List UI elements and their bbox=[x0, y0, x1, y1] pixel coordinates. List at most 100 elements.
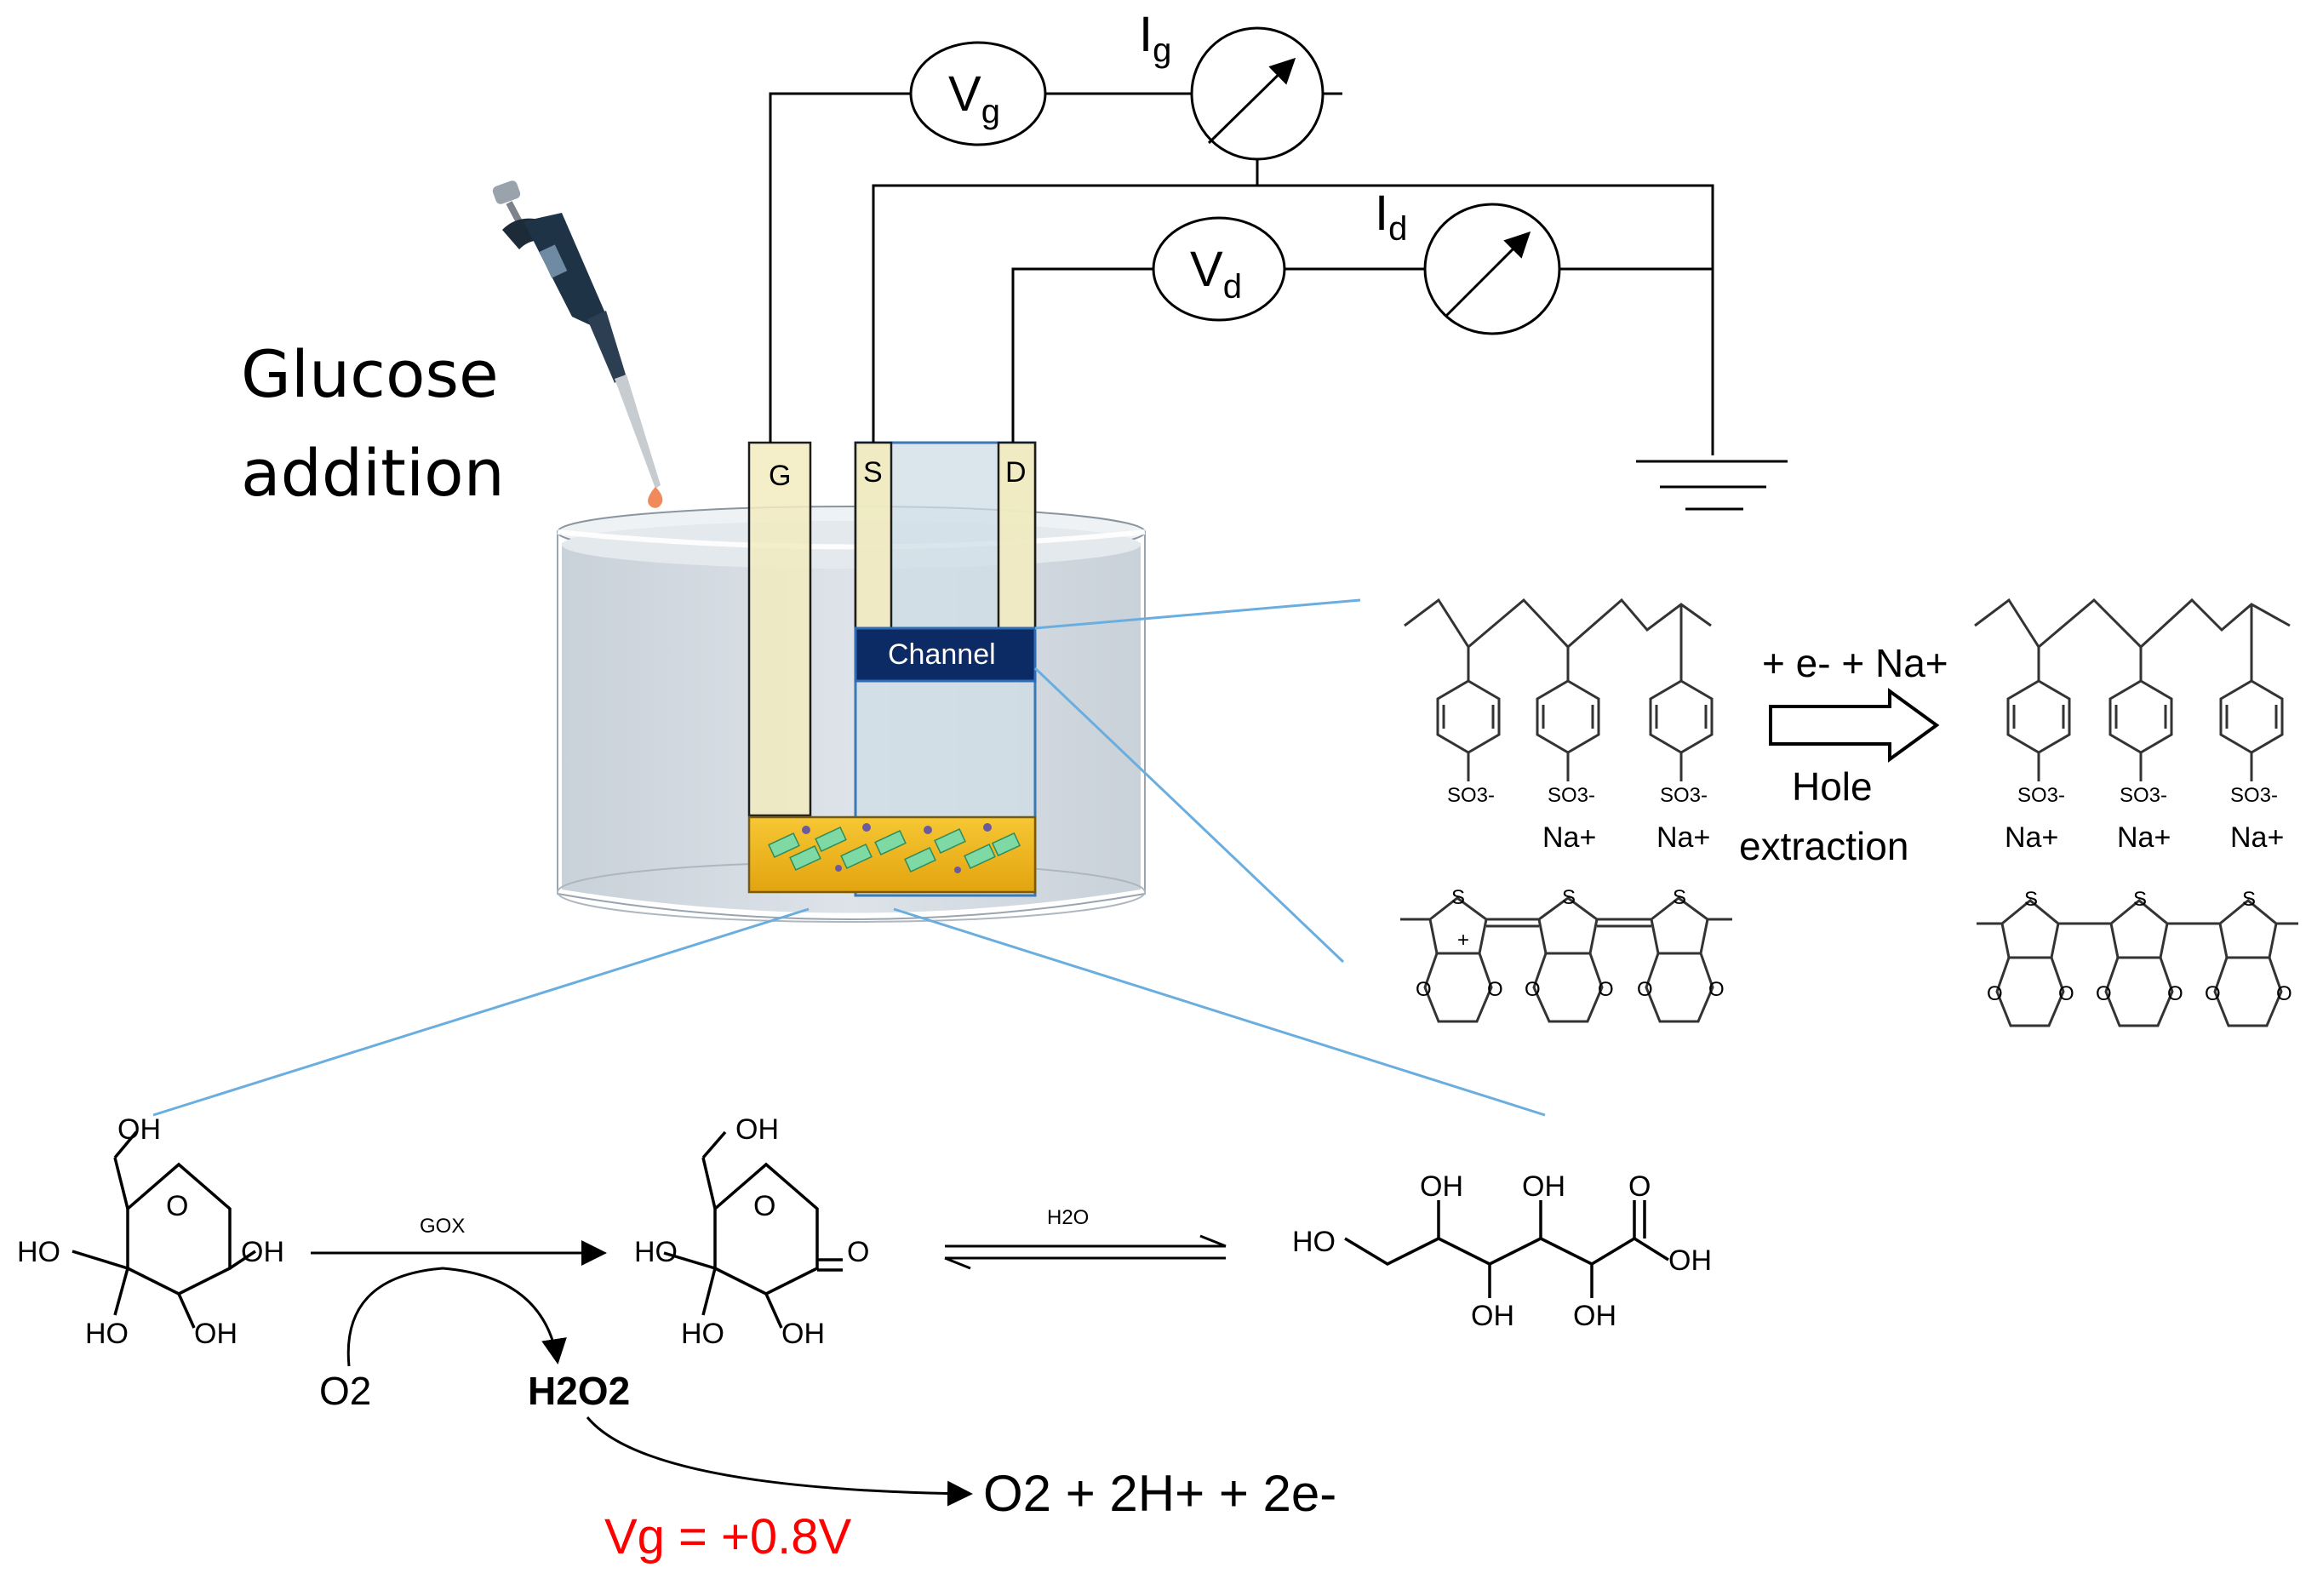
hydroxyl-label: OH bbox=[1522, 1170, 1565, 1203]
circuit-wiring bbox=[769, 92, 1788, 511]
thiophene-sulfur: S bbox=[1451, 886, 1465, 909]
oxygen-in-label: O2 bbox=[319, 1369, 371, 1413]
benzene-ring-2 bbox=[2108, 679, 2173, 781]
thiophene-sulfur: S bbox=[1562, 886, 1576, 909]
sodium-label: Na+ bbox=[2005, 821, 2058, 854]
svg-text:Ig: Ig bbox=[1139, 7, 1171, 69]
peroxide-label: H2O2 bbox=[528, 1369, 630, 1413]
ring-oxygen: O bbox=[1637, 978, 1653, 1001]
carbonyl-oxygen-label: O bbox=[1628, 1170, 1651, 1203]
thiophene-sulfur: S bbox=[2024, 888, 2038, 911]
extraction-label: extraction bbox=[1739, 824, 1908, 868]
positive-charge: + bbox=[1457, 929, 1469, 952]
hydroxyl-label: OH bbox=[1668, 1244, 1712, 1277]
svg-text:Vg: Vg bbox=[948, 66, 1000, 130]
drain-label: D bbox=[1005, 456, 1027, 489]
sulfonate-label: SO3- bbox=[2120, 784, 2167, 807]
channel-label: Channel bbox=[888, 638, 996, 671]
gate-current-sub: g bbox=[1153, 31, 1171, 69]
hydroxyl-left-label: HO bbox=[1292, 1226, 1336, 1258]
svg-text:H2O2: H2O2 bbox=[528, 1369, 630, 1413]
sulfonate-label: SO3- bbox=[2230, 784, 2278, 807]
ring-oxygen: O bbox=[1708, 978, 1725, 1001]
ring-oxygen: O bbox=[2276, 982, 2292, 1005]
sodium-label: Na+ bbox=[2117, 821, 2171, 854]
gate-label: G bbox=[769, 460, 791, 492]
enzyme-particles bbox=[768, 823, 1021, 873]
sulfonate-label: SO3- bbox=[1548, 784, 1595, 807]
hydroxyl-label: OH bbox=[1471, 1300, 1514, 1332]
drain-voltage-sub: d bbox=[1223, 268, 1242, 306]
hole-label: Hole bbox=[1792, 764, 1873, 809]
ring-oxygen-label: O bbox=[753, 1190, 775, 1222]
hydroxyl-label: OH bbox=[1573, 1300, 1616, 1332]
svg-text:Id: Id bbox=[1375, 186, 1407, 248]
hollow-arrow-icon bbox=[1769, 688, 1940, 763]
peroxide-oxidation: O2 + 2H+ + 2e- Vg = +0.8V bbox=[586, 1416, 1336, 1565]
ogect-device: G S D Channel bbox=[747, 441, 1037, 897]
ring-oxygen: O bbox=[2205, 982, 2221, 1005]
hydroxyl-label: HO bbox=[681, 1318, 724, 1350]
ring-oxygen-label: O bbox=[166, 1190, 188, 1222]
sodium-label: Na+ bbox=[1542, 821, 1596, 854]
gate-voltage-value: Vg = +0.8V bbox=[604, 1509, 852, 1565]
water-label: H2O bbox=[1047, 1206, 1089, 1229]
ring-oxygen: O bbox=[1598, 978, 1614, 1001]
pedot-chain-neutral: S S S O O O O O O bbox=[1977, 888, 2298, 1027]
ring-oxygen: O bbox=[2096, 982, 2112, 1005]
ring-oxygen: O bbox=[2167, 982, 2183, 1005]
gate-current-meter: Ig bbox=[1139, 7, 1325, 161]
hydrolysis-equilibrium: H2O bbox=[944, 1206, 1227, 1270]
gate-current-symbol: I bbox=[1139, 7, 1153, 62]
gluconic-acid-molecule: HO OH OH O OH OH OH bbox=[1292, 1170, 1712, 1332]
hydroxyl-label: OH bbox=[194, 1318, 237, 1350]
pedot-pss-dedoped-structure: SO3- SO3- SO3- Na+ Na+ Na+ S S S O O O O… bbox=[1974, 598, 2298, 1027]
hydroxyl-label: OH bbox=[781, 1318, 825, 1350]
hydroxyl-label: OH bbox=[117, 1113, 161, 1146]
hydroxyl-left-label: HO bbox=[634, 1236, 678, 1268]
svg-text:O2: O2 bbox=[319, 1369, 371, 1413]
drain-current-meter: Id bbox=[1375, 186, 1561, 335]
thiophene-sulfur: S bbox=[1673, 886, 1686, 909]
hydroxyl-label: OH bbox=[735, 1113, 779, 1146]
benzene-ring-1 bbox=[2006, 679, 2071, 781]
hydroxyl-label: OH bbox=[1420, 1170, 1463, 1203]
gate-voltage-sub: g bbox=[981, 93, 1000, 130]
channel bbox=[854, 626, 1037, 683]
glucose-addition-title: Glucose addition bbox=[241, 336, 505, 511]
thiophene-sulfur: S bbox=[2133, 888, 2147, 911]
ground-symbol bbox=[1636, 460, 1788, 511]
drain-current-symbol: I bbox=[1375, 186, 1388, 241]
benzene-ring-2 bbox=[1536, 679, 1600, 781]
pedot-chain-doped: S S S + O O O O O O bbox=[1400, 886, 1732, 1023]
title-line-1: Glucose bbox=[241, 336, 499, 412]
ring-oxygen: O bbox=[2058, 982, 2074, 1005]
oxidation-products: O2 + 2H+ + 2e- bbox=[983, 1465, 1336, 1522]
glucose-molecule: OH O OH HO HO OH bbox=[17, 1113, 284, 1350]
hydroxyl-label: OH bbox=[241, 1236, 284, 1268]
sulfonate-label: SO3- bbox=[2017, 784, 2065, 807]
hydroxyl-left-label: HO bbox=[17, 1236, 60, 1268]
ring-oxygen: O bbox=[1987, 982, 2003, 1005]
ring-oxygen: O bbox=[1525, 978, 1541, 1001]
dedoping-reaction: + e- + Na+ Hole extraction bbox=[1739, 641, 1948, 868]
gox-reaction-arrow: GOX O2 H2O2 bbox=[311, 1215, 630, 1413]
drain-voltage-symbol: V bbox=[1190, 242, 1223, 297]
title-line-2: addition bbox=[241, 435, 505, 511]
pedot-pss-doped-structure: SO3- SO3- SO3- Na+ Na+ S S S + bbox=[1400, 598, 1732, 1023]
ring-oxygen: O bbox=[1487, 978, 1503, 1001]
enzyme-label: GOX bbox=[420, 1215, 465, 1238]
sodium-label: Na+ bbox=[1656, 821, 1710, 854]
source-label: S bbox=[863, 456, 883, 489]
benzene-ring-3 bbox=[2219, 679, 2284, 781]
gate-voltage-symbol: V bbox=[948, 66, 981, 122]
benzene-ring-1 bbox=[1436, 679, 1501, 781]
zoom-lines bbox=[152, 598, 1546, 1117]
dedoping-reagents: + e- + Na+ bbox=[1762, 641, 1948, 685]
gluconolactone-molecule: OH O O HO HO OH bbox=[634, 1113, 869, 1350]
sodium-label: Na+ bbox=[2230, 821, 2284, 854]
gate-electrode bbox=[747, 441, 812, 817]
ring-oxygen: O bbox=[1416, 978, 1432, 1001]
thiophene-sulfur: S bbox=[2242, 888, 2256, 911]
